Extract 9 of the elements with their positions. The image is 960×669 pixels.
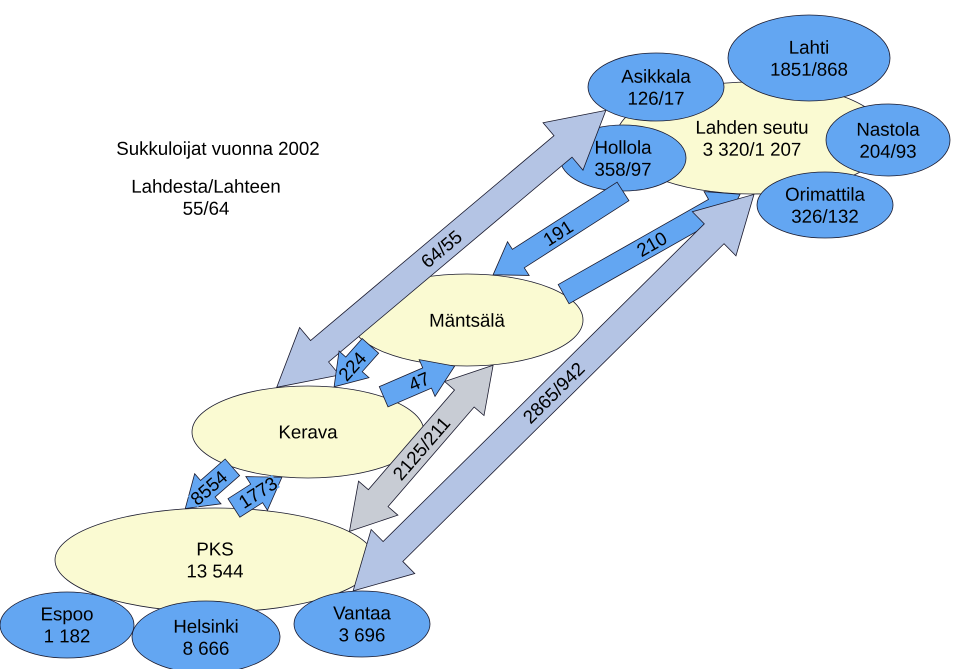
block-arrow: [276, 110, 606, 388]
edge-label: 191: [540, 218, 576, 248]
edge-label: 47: [406, 370, 432, 392]
edge-label: 210: [634, 230, 670, 258]
edge-label: 1773: [236, 474, 280, 510]
edge-label: 224: [336, 349, 368, 384]
block-arrow: [352, 194, 755, 592]
caption-text: Sukkuloijat vuonna 2002: [117, 141, 319, 159]
caption-text: Lahdesta/Lahteen 55/64: [132, 179, 280, 215]
